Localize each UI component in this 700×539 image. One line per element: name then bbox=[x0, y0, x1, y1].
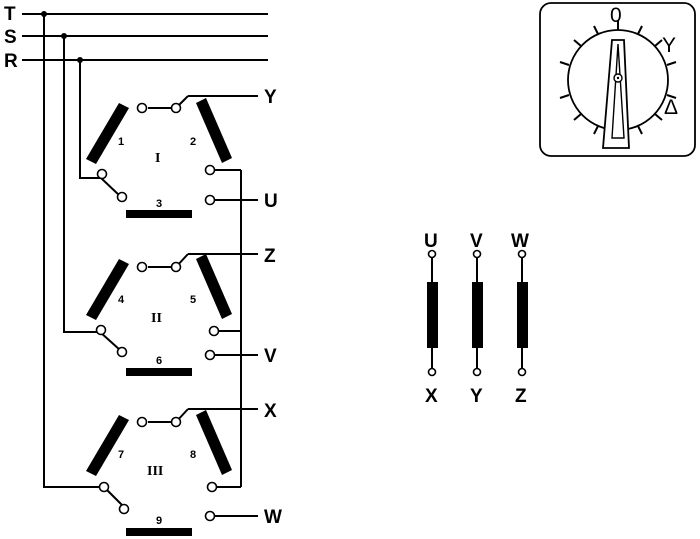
winding-label-u: U bbox=[424, 231, 438, 252]
terminal bbox=[136, 102, 148, 114]
dial-position-0: 0 bbox=[610, 4, 622, 27]
phase-label-s: S bbox=[4, 27, 17, 48]
output-label-u: U bbox=[264, 191, 278, 212]
terminal bbox=[116, 346, 128, 358]
terminal bbox=[204, 510, 216, 522]
switch-blade bbox=[99, 331, 121, 351]
contact-label-5: 5 bbox=[190, 294, 196, 306]
terminal bbox=[204, 349, 216, 361]
winding-label-w: W bbox=[511, 231, 529, 252]
winding-v-y bbox=[472, 249, 483, 377]
terminal bbox=[98, 481, 110, 493]
section-label-1: I bbox=[155, 151, 160, 166]
drop-wire-s bbox=[63, 36, 100, 333]
terminal bbox=[136, 416, 148, 428]
winding-label-v: V bbox=[470, 231, 483, 252]
contact-label-3: 3 bbox=[156, 198, 162, 210]
section-label-2: II bbox=[151, 311, 162, 326]
contact-bar-3 bbox=[126, 210, 192, 218]
terminal bbox=[170, 416, 182, 428]
contact-label-9: 9 bbox=[156, 515, 162, 527]
terminal bbox=[95, 324, 107, 336]
output-label-v: V bbox=[264, 346, 277, 367]
terminal bbox=[96, 168, 108, 180]
winding-w-z bbox=[517, 249, 528, 377]
contact-label-8: 8 bbox=[190, 449, 196, 461]
dial-position-y: Y bbox=[662, 34, 676, 57]
contact-label-4: 4 bbox=[118, 294, 125, 306]
contact-bar-5 bbox=[196, 254, 232, 319]
terminal bbox=[118, 503, 130, 515]
winding-label-z: Z bbox=[515, 386, 527, 407]
section-label-3: III bbox=[147, 464, 163, 479]
handle-pointer bbox=[611, 43, 625, 139]
drop-wire-t bbox=[43, 14, 104, 488]
terminal bbox=[208, 325, 220, 337]
contact-bar-8 bbox=[196, 410, 232, 475]
contact-label-7: 7 bbox=[118, 449, 124, 461]
terminal bbox=[136, 261, 148, 273]
phase-label-t: T bbox=[4, 4, 16, 25]
switch-section-3: 7 8 9 III X W bbox=[86, 401, 282, 536]
contact-label-2: 2 bbox=[190, 136, 196, 148]
dial-position-delta: Δ bbox=[664, 96, 678, 119]
output-label-y: Y bbox=[264, 87, 277, 108]
contact-bar-1 bbox=[86, 103, 129, 164]
rotary-selector: 0 Y Δ bbox=[539, 2, 696, 157]
winding-label-y: Y bbox=[470, 386, 483, 407]
contact-bar-7 bbox=[86, 415, 129, 476]
phase-label-r: R bbox=[4, 51, 18, 72]
contact-bar-6 bbox=[126, 368, 192, 376]
contact-label-6: 6 bbox=[156, 355, 162, 367]
winding-label-x: X bbox=[425, 386, 438, 407]
terminal bbox=[170, 102, 182, 114]
drop-wire-r bbox=[79, 60, 101, 179]
contact-bar-4 bbox=[86, 259, 129, 320]
terminal bbox=[204, 194, 216, 206]
terminal bbox=[170, 261, 182, 273]
contact-label-1: 1 bbox=[118, 136, 124, 148]
winding-u-x bbox=[427, 249, 438, 377]
terminal bbox=[204, 164, 216, 176]
switch-section-2: 4 5 6 II Z V bbox=[86, 246, 277, 376]
output-label-x: X bbox=[264, 401, 277, 422]
motor-windings: U V W X Y Z bbox=[424, 231, 529, 407]
output-label-w: W bbox=[264, 507, 282, 528]
switch-section-1: 1 2 3 I Y U bbox=[86, 87, 278, 218]
switch-blade bbox=[100, 177, 121, 197]
dial-ticks bbox=[559, 20, 677, 135]
contact-bar-9 bbox=[126, 528, 192, 536]
terminal bbox=[206, 481, 218, 493]
contact-bar-2 bbox=[196, 98, 232, 163]
terminal bbox=[116, 191, 128, 203]
output-label-z: Z bbox=[264, 246, 276, 267]
